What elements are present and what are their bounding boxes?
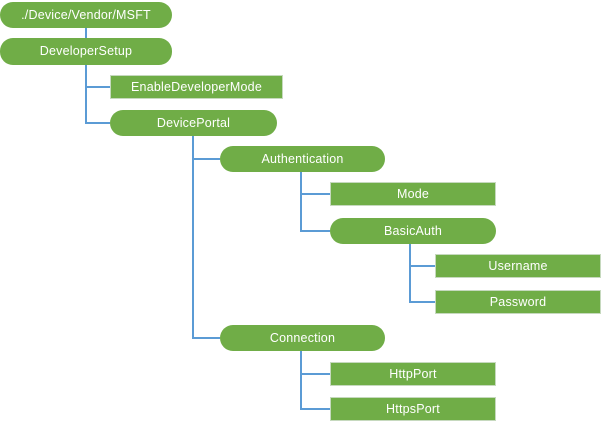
tree-node-httpport[interactable]: HttpPort [330,362,496,386]
tree-node-label: Mode [396,186,430,201]
tree-node-label: EnableDeveloperMode [131,79,262,94]
tree-node-label: Password [489,294,547,309]
tree-node-label: HttpsPort [386,401,440,416]
tree-node-label: HttpPort [389,366,437,381]
connector-basicauth-to-username [409,244,435,267]
connector-devportal-to-auth [192,136,220,160]
tree-node-devportal[interactable]: DevicePortal [110,110,277,136]
tree-node-auth[interactable]: Authentication [220,146,385,172]
tree-node-label: Connection [269,330,336,345]
connector-devsetup-to-enabledev [85,65,110,88]
tree-node-label: BasicAuth [383,223,443,238]
connector-connection-to-httpsport [300,351,330,410]
tree-node-label: DeveloperSetup [39,44,133,59]
tree-node-label: DevicePortal [156,115,231,130]
tree-node-devsetup[interactable]: DeveloperSetup [0,38,172,65]
tree-node-root[interactable]: ./Device/Vendor/MSFT [0,2,172,28]
connector-devsetup-to-devportal [85,65,110,124]
connector-auth-to-basicauth [300,172,330,232]
tree-node-basicauth[interactable]: BasicAuth [330,218,496,244]
tree-node-connection[interactable]: Connection [220,325,385,351]
tree-node-mode[interactable]: Mode [330,182,496,206]
tree-node-enabledev[interactable]: EnableDeveloperMode [110,75,283,99]
tree-node-label: Username [488,258,548,273]
connector-devportal-to-connection [192,136,220,339]
connector-connection-to-httpport [300,351,330,375]
connector-basicauth-to-password [409,244,435,303]
connector-auth-to-mode [300,172,330,195]
tree-node-httpsport[interactable]: HttpsPort [330,397,496,421]
tree-node-label: Authentication [261,151,344,166]
tree-node-label: ./Device/Vendor/MSFT [21,7,151,22]
tree-node-username[interactable]: Username [435,254,601,278]
tree-node-password[interactable]: Password [435,290,601,314]
